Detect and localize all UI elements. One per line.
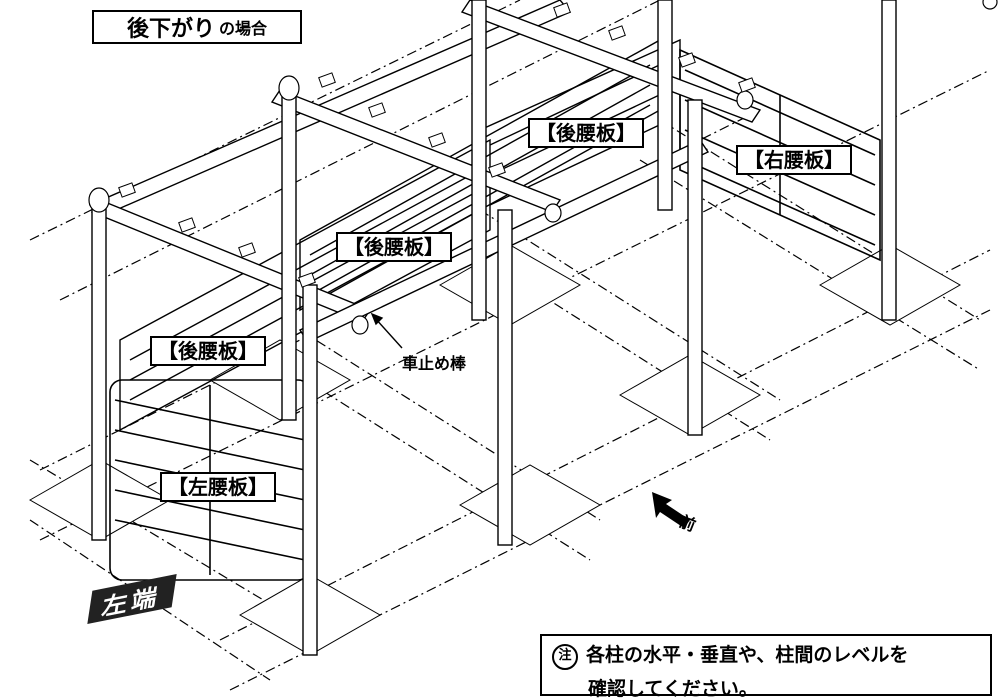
note-box: 注各柱の水平・垂直や、柱間のレベルを 確認してください。 [540,634,992,699]
note-mark: 注 [552,644,578,670]
front-arrow [652,492,690,528]
title-main: 後下がり [126,17,215,42]
back-panel-label-middle: 【後腰板】 [336,232,452,262]
back-panel-label-left: 【後腰板】 [150,336,266,366]
condition-title: 後下がり の場合 [92,10,302,44]
roof-brackets [118,2,756,288]
right-panel-label: 【右腰板】 [736,145,852,175]
note-line-1: 各柱の水平・垂直や、柱間のレベルを [586,644,909,666]
posts [91,0,897,656]
note-line-2: 確認してください。 [588,678,758,699]
back-panel-label-top: 【後腰板】 [528,118,644,148]
title-sub: の場合 [219,19,268,38]
post-caps [88,0,998,335]
stopper-arrow [370,312,403,349]
wheel-stopper-label: 車止め棒 [402,354,467,373]
left-panel-label: 【左腰板】 [160,472,276,502]
